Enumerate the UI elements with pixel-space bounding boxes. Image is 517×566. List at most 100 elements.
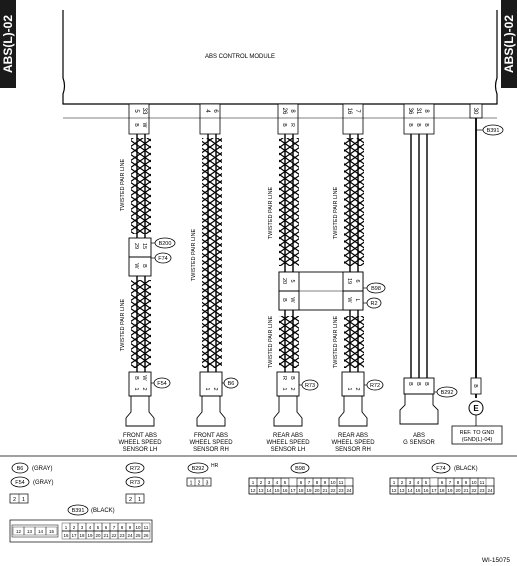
pin-number: 8 <box>121 525 124 530</box>
pin-number: 8 <box>457 480 460 485</box>
svg-text:1: 1 <box>190 481 193 487</box>
sensor-pin: 2 <box>212 387 218 390</box>
svg-text:R73: R73 <box>130 480 140 486</box>
pin-number: 9 <box>324 480 327 485</box>
connector-id: R2 <box>370 301 377 307</box>
svg-text:2: 2 <box>129 497 132 503</box>
pin-number: 14 <box>266 488 272 493</box>
inline-pin: W <box>133 263 139 269</box>
pin-number: 11 <box>144 525 149 530</box>
pin-number: 13 <box>258 488 264 493</box>
wire-color: B <box>133 123 139 127</box>
twisted-pair-label: TWISTED PAIR LINE <box>120 158 126 211</box>
module-pin: 30 <box>472 108 478 115</box>
ground-icon-letter: E <box>473 404 479 413</box>
pin-number: 4 <box>417 480 420 485</box>
pin-number: 6 <box>300 480 303 485</box>
svg-text:B6: B6 <box>17 466 24 472</box>
pin-cell <box>141 530 151 540</box>
pin-number: 2 <box>260 480 263 485</box>
pin-number: 18 <box>439 488 445 493</box>
pin-number: 15 <box>274 488 280 493</box>
pin-number: 4 <box>276 480 279 485</box>
wire-color: B <box>415 123 421 127</box>
pin-number: 25 <box>135 533 141 538</box>
svg-text:R72: R72 <box>130 466 140 472</box>
connector-id: B98 <box>371 286 381 292</box>
module-pin: 8 <box>289 109 295 113</box>
inline-pin: W <box>346 297 352 303</box>
wire-color: B <box>281 123 287 127</box>
pin-number: 21 <box>103 533 109 538</box>
twisted-pair-label: TWISTED PAIR LINE <box>268 315 274 368</box>
pin-number: 22 <box>471 488 477 493</box>
pin-number: 12 <box>16 529 22 534</box>
pin-number: 4 <box>89 525 92 530</box>
inline-connector-b200-f74: 29 15 W B B200 F74 <box>128 237 176 277</box>
svg-text:1: 1 <box>138 497 141 503</box>
module-pin-strip: 5 33 4 6 26 8 16 7 36 31 8 30 B W B R B … <box>63 103 497 135</box>
twisted-pair-label: TWISTED PAIR LINE <box>333 315 339 368</box>
sensor-pin: 1 <box>346 387 352 390</box>
twisted-pair-label: TWISTED PAIR LINE <box>120 298 126 351</box>
inline-pin: B <box>141 264 147 268</box>
pin-number: 9 <box>129 525 132 530</box>
twist-marks <box>131 138 364 368</box>
pin-number: 18 <box>298 488 304 493</box>
pin-cell <box>429 477 439 487</box>
sensor-label-rear-lh: WHEEL SPEED <box>266 440 310 446</box>
module-pin: 7 <box>354 109 360 113</box>
inline-pin: 20 <box>281 278 287 284</box>
pin-number: 10 <box>471 480 477 485</box>
figure-id: WI-15075 <box>482 557 511 564</box>
svg-text:(GRAY): (GRAY) <box>33 480 54 486</box>
pin-number: 5 <box>425 480 428 485</box>
sensor-pin: 2 <box>354 387 360 390</box>
inline-pin: L <box>354 298 360 301</box>
pin-number: 13 <box>27 529 33 534</box>
sensor-label-front-lh: SENSOR LH <box>123 447 158 453</box>
sensor-bodies <box>125 393 439 427</box>
pin-number: 22 <box>330 488 336 493</box>
module-pin: 5 <box>133 109 139 113</box>
pin-cell <box>485 485 495 495</box>
wire-color: B <box>423 123 429 127</box>
connector-id: R72 <box>370 383 380 389</box>
pin-number: 23 <box>479 488 485 493</box>
wire-color: W <box>141 123 147 128</box>
pin-number: 7 <box>449 480 452 485</box>
legend-b6-f54: B6 (GRAY) F54 (GRAY) 2 1 <box>9 462 54 504</box>
pin-number: 3 <box>268 480 271 485</box>
pin-number: 7 <box>308 480 311 485</box>
ground-reference: B E REF. TO GND (GND(L)-04) <box>451 377 503 445</box>
connector-id: F74 <box>158 256 167 262</box>
module-pin: 36 <box>407 108 413 115</box>
svg-text:B391: B391 <box>72 508 85 514</box>
svg-text:2: 2 <box>198 481 201 487</box>
pin-number: 20 <box>95 533 101 538</box>
pin-number: 7 <box>113 525 116 530</box>
pin-number: 14 <box>407 488 413 493</box>
ground-label: REF. TO GND <box>460 430 495 436</box>
module-label: ABS CONTROL MODULE <box>205 54 275 60</box>
pin-number: 23 <box>119 533 125 538</box>
sensor-pin: 2 <box>289 387 295 390</box>
connector-id: B6 <box>228 381 235 387</box>
sensor-label-rear-rh: WHEEL SPEED <box>331 440 375 446</box>
twisted-pair-label: TWISTED PAIR LINE <box>333 186 339 239</box>
module-pin: 4 <box>204 109 210 113</box>
pin-number: 2 <box>401 480 404 485</box>
pin-number: 26 <box>143 533 149 538</box>
svg-text:(GRAY): (GRAY) <box>32 466 53 472</box>
sensor-pin: 2 <box>141 387 147 390</box>
sensor-pin: B <box>415 382 421 386</box>
wire-harness <box>136 118 477 398</box>
sensor-label-rear-rh: SENSOR RH <box>335 447 371 453</box>
pin-number: 5 <box>284 480 287 485</box>
svg-text:3: 3 <box>206 481 209 487</box>
pin-number: 19 <box>87 533 93 538</box>
